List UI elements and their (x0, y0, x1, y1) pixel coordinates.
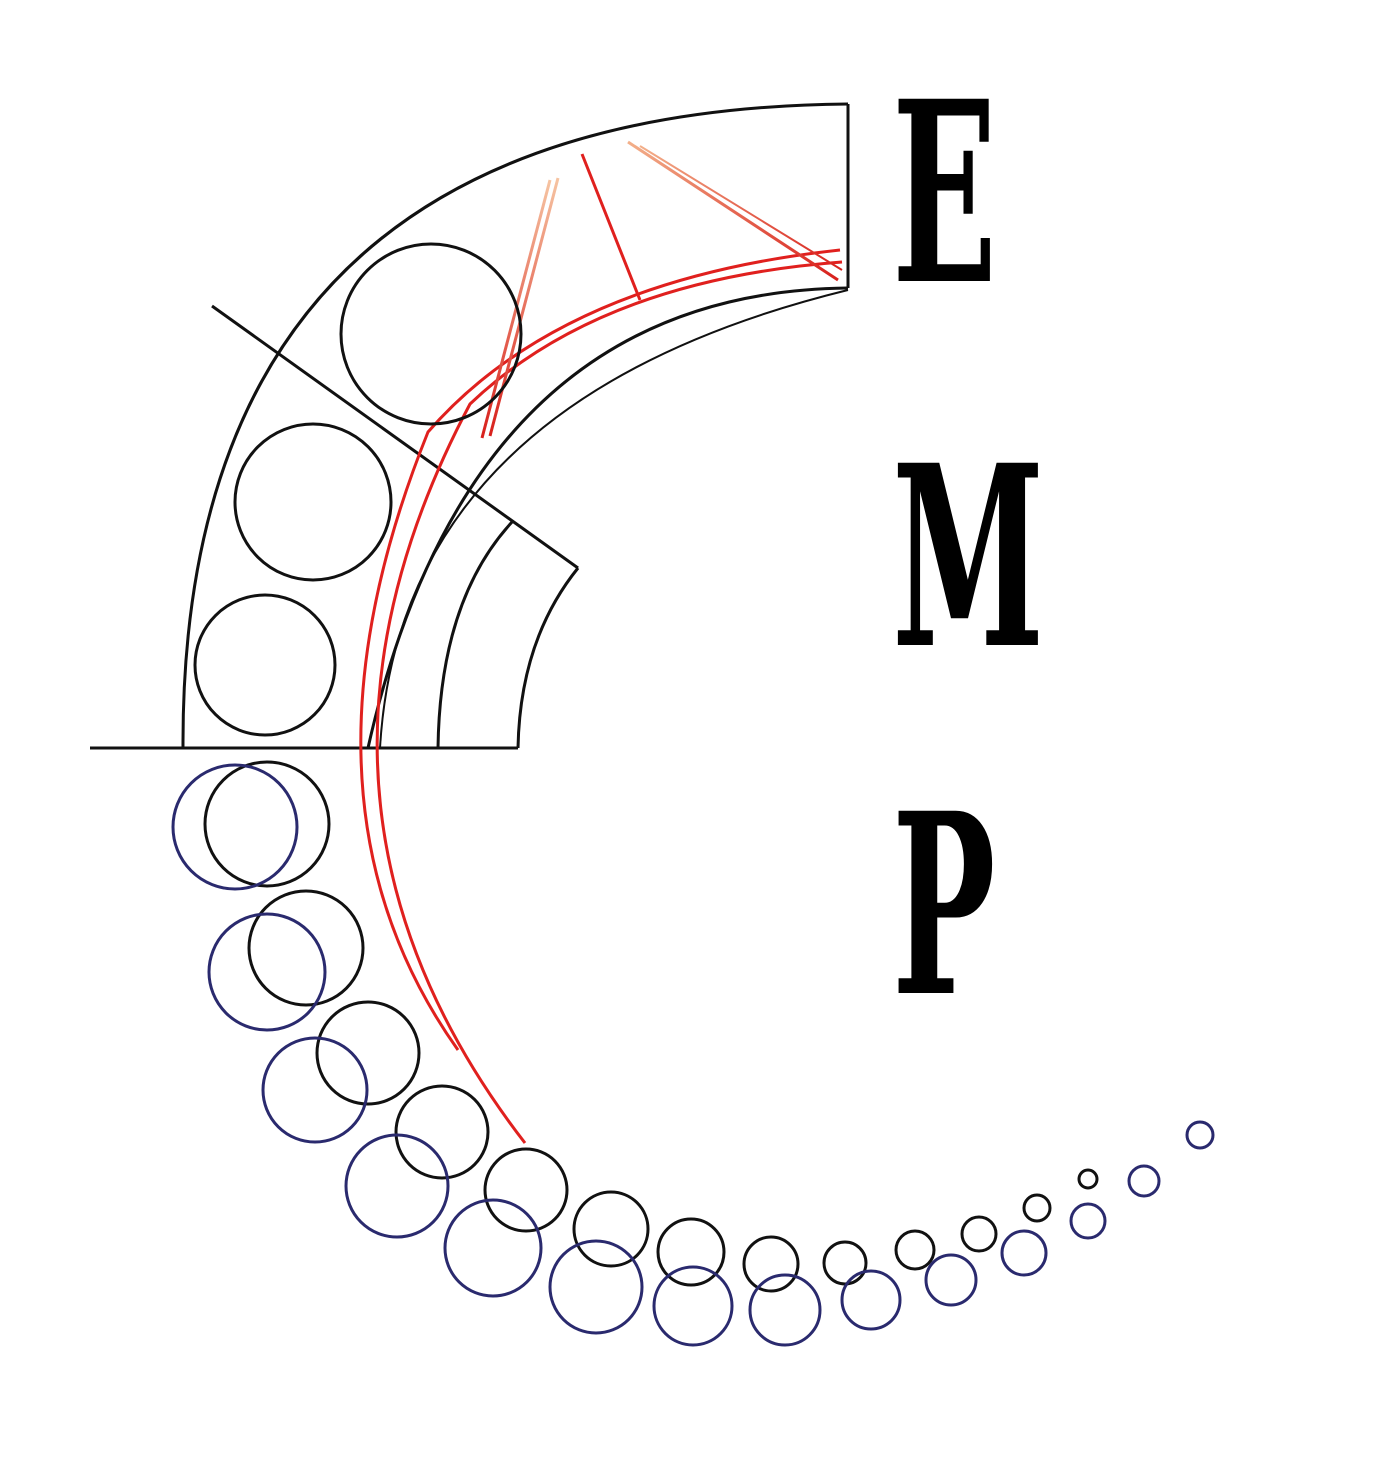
red-race (359, 248, 843, 1144)
trail-circle (840, 1269, 902, 1331)
trail-circle (742, 1235, 800, 1293)
trail-circle (652, 1265, 734, 1347)
trail-circle (1069, 1202, 1107, 1240)
trail-circle (656, 1217, 726, 1287)
trail-circle (572, 1190, 650, 1268)
trail-circle (748, 1273, 822, 1347)
trail-circle (207, 912, 327, 1032)
trail-circle (822, 1240, 868, 1286)
trail-circle (203, 760, 331, 888)
upper-balls (193, 242, 523, 737)
letter-m: M (892, 410, 1045, 704)
trail-circle (924, 1253, 978, 1307)
trail-circle (1127, 1164, 1161, 1198)
trail-circle (894, 1229, 936, 1271)
trail-circle (261, 1036, 369, 1144)
trail-circle (171, 763, 299, 891)
trail-circle (394, 1084, 490, 1180)
trail-circles-navy (171, 763, 1215, 1347)
trail-circle (1000, 1229, 1048, 1277)
trail-circle (1077, 1168, 1099, 1190)
trail-circle (483, 1147, 569, 1233)
trail-circle (247, 889, 365, 1007)
trail-circle (344, 1133, 450, 1239)
trail-circle (443, 1198, 543, 1298)
trail-circles-black (203, 760, 1099, 1293)
red-truss (480, 124, 844, 439)
trail-circle (548, 1239, 644, 1335)
trail-circle (960, 1215, 998, 1253)
trail-circle (1022, 1193, 1052, 1223)
trail-circle (1185, 1120, 1215, 1150)
letter-p: P (892, 758, 996, 1052)
trail-circle (315, 1000, 421, 1106)
outer-ring (90, 102, 850, 750)
letter-e: E (892, 46, 997, 340)
